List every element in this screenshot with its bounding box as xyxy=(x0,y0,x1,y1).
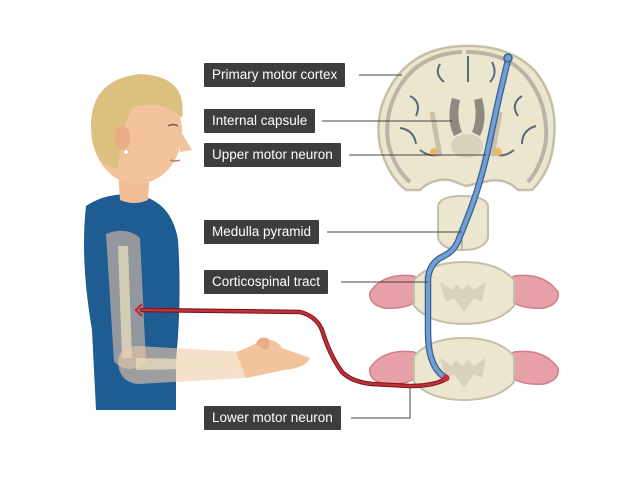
lower-motor-neuron-axon-inner xyxy=(140,308,446,388)
brain-nucleus-left xyxy=(430,148,438,156)
grey-matter-lower xyxy=(440,358,486,388)
brain-section xyxy=(377,44,556,192)
lower-motor-neuron-cell-body xyxy=(442,374,450,382)
mouth xyxy=(169,159,181,162)
leader-lines xyxy=(322,74,486,419)
grey-matter-upper xyxy=(440,282,486,312)
brain-nucleus-right xyxy=(494,148,502,156)
eye xyxy=(167,123,179,127)
label-internal-capsule: Internal capsule xyxy=(204,109,316,133)
label-upper-motor-neuron: Upper motor neuron xyxy=(204,143,341,167)
spinal-cord-segment-upper xyxy=(369,260,559,326)
brain-outline xyxy=(377,44,556,192)
label-medulla-pyramid: Medulla pyramid xyxy=(204,220,320,244)
upper-motor-neuron-cell-body xyxy=(503,53,513,63)
hair xyxy=(91,74,183,168)
cortex-rim xyxy=(385,50,463,184)
upper-motor-neuron-axon-inner xyxy=(426,58,510,380)
spinal-cord-segment-lower xyxy=(369,336,559,402)
hand xyxy=(236,339,310,378)
person-figure xyxy=(84,74,310,410)
thalamus xyxy=(451,134,483,158)
brain-sulci xyxy=(399,56,537,157)
earring xyxy=(123,149,129,155)
nose xyxy=(180,130,192,152)
forearm-bones xyxy=(136,358,236,370)
humerus-bone xyxy=(118,246,132,358)
fingers xyxy=(256,337,270,350)
lateral-ventricles xyxy=(449,98,485,136)
internal-capsule-stripes xyxy=(429,111,503,157)
label-primary-motor-cortex: Primary motor cortex xyxy=(204,63,346,87)
cortex-rim-right xyxy=(465,50,549,184)
label-lower-motor-neuron: Lower motor neuron xyxy=(204,406,341,430)
ear xyxy=(114,126,130,150)
label-corticospinal-tract: Corticospinal tract xyxy=(204,270,329,294)
neuromuscular-junction xyxy=(134,303,143,317)
